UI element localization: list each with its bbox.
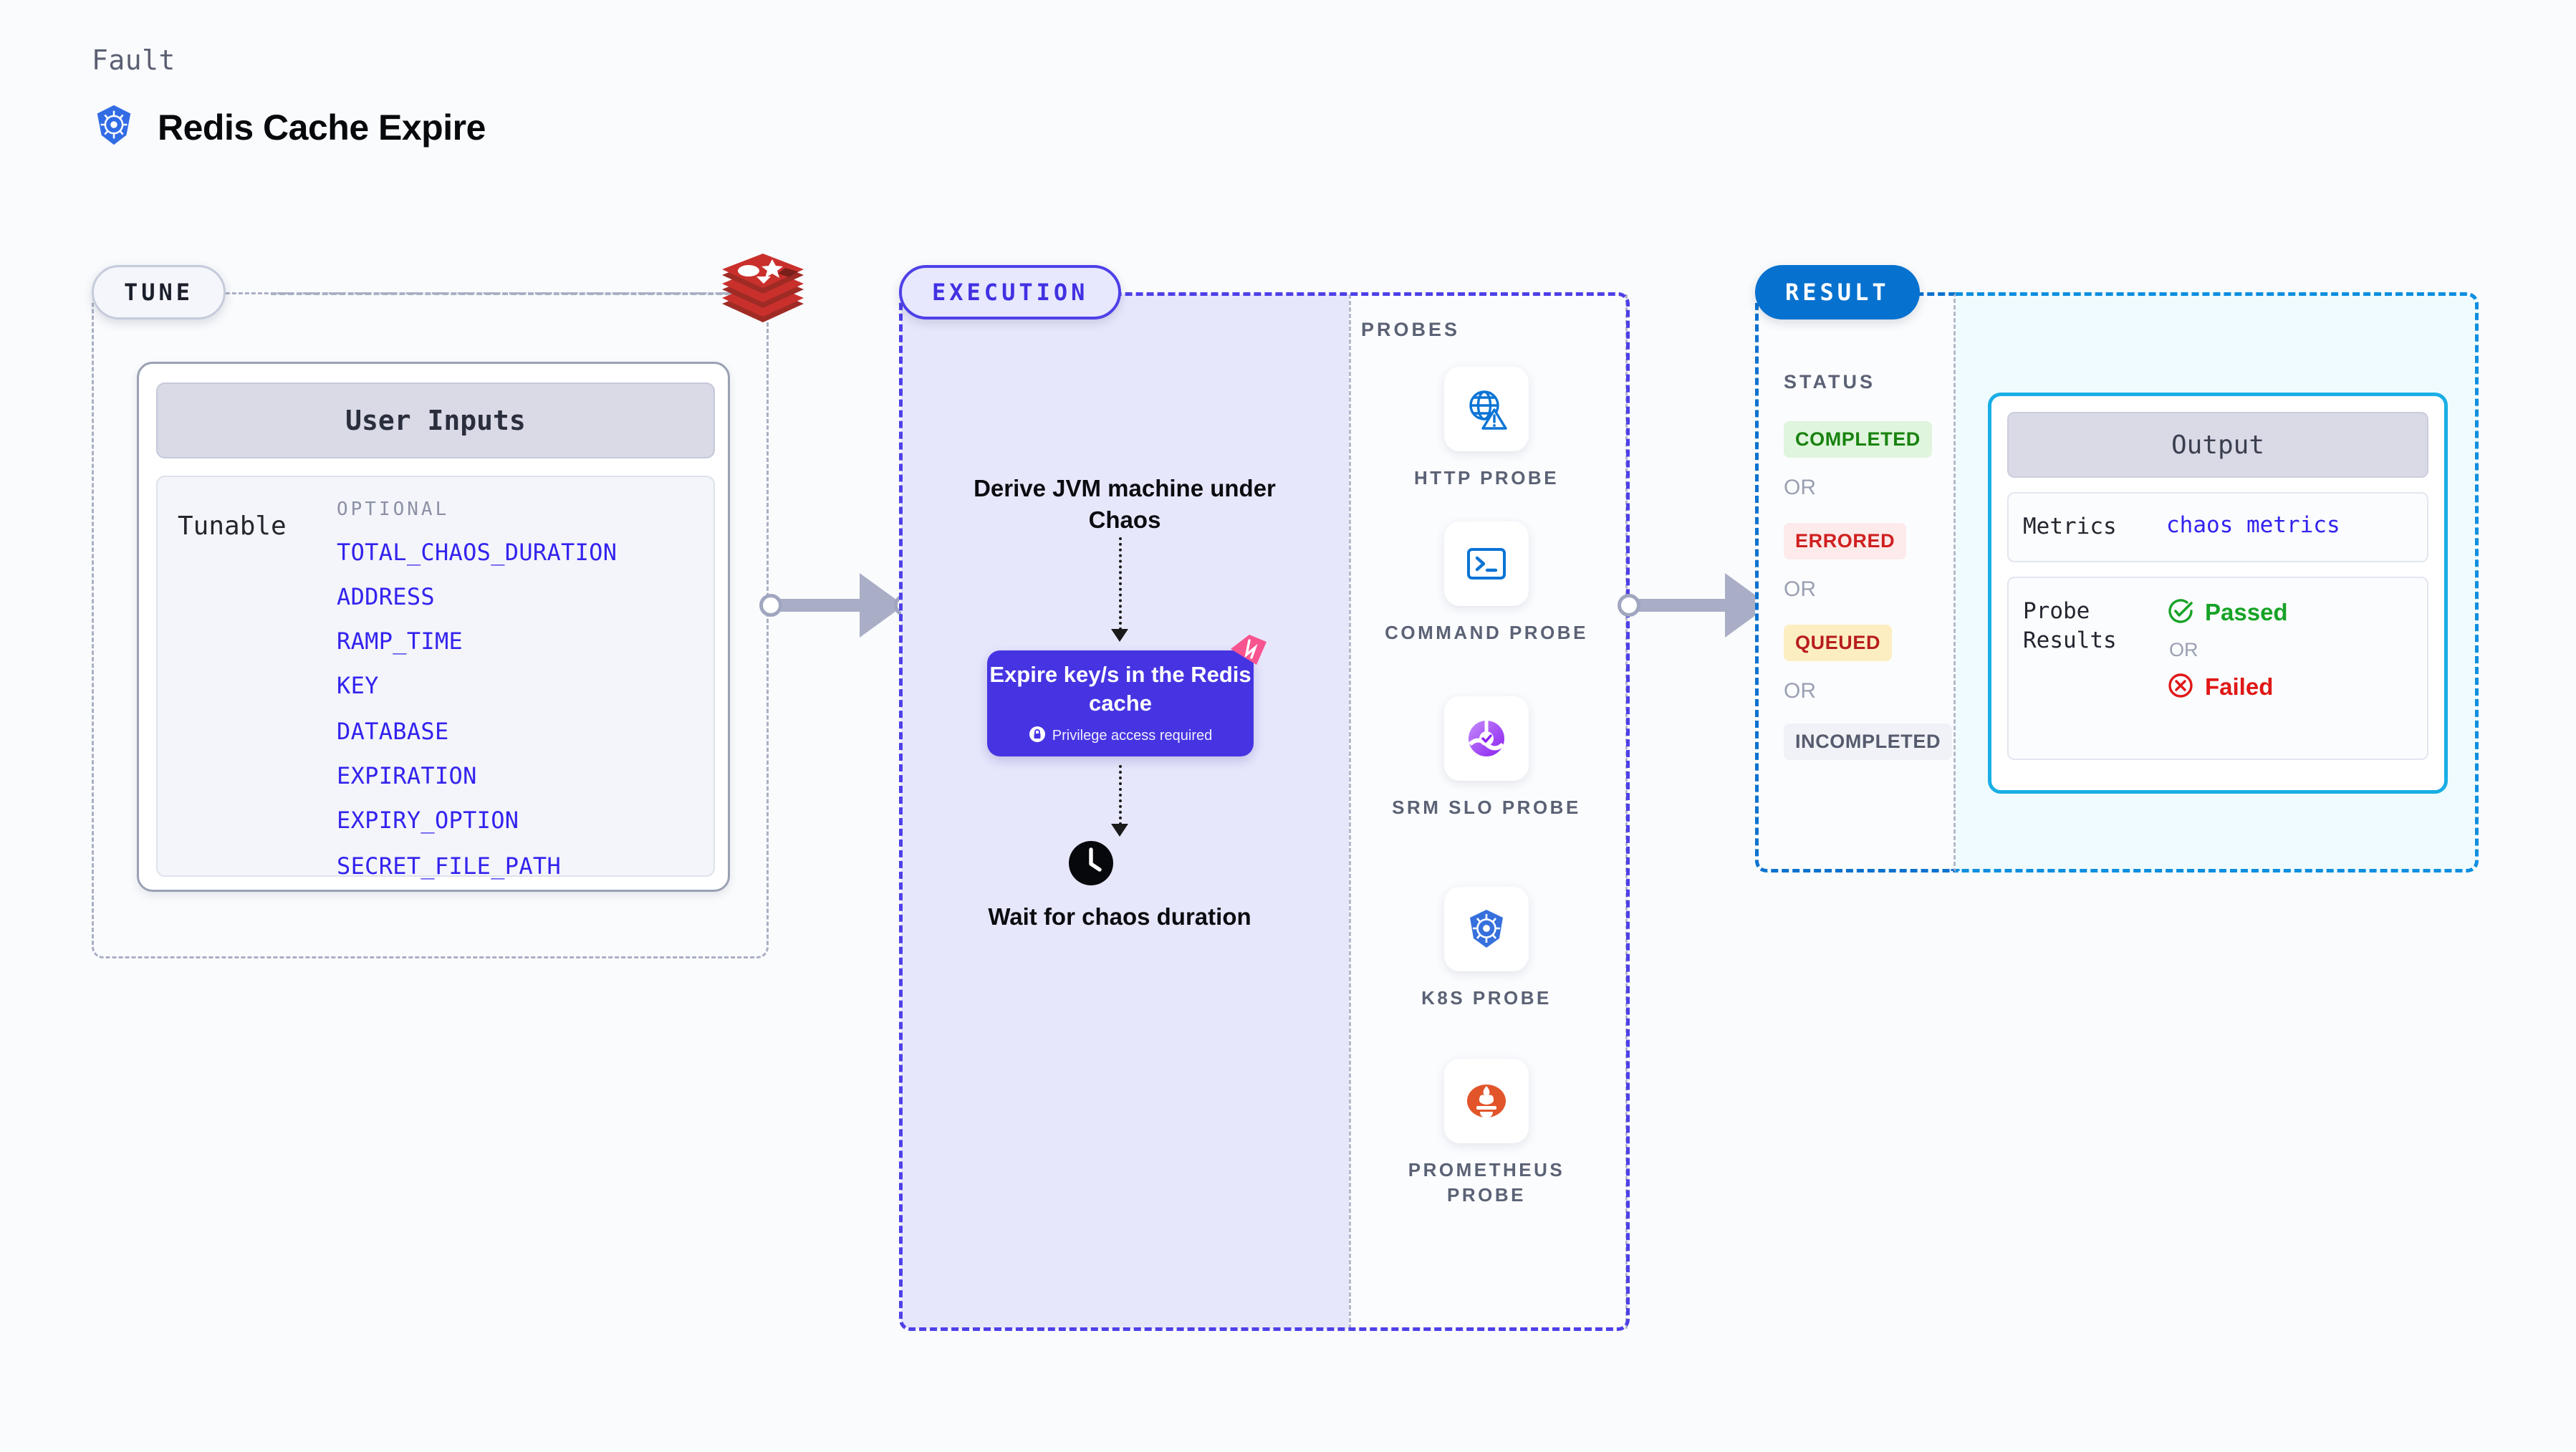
prometheus-icon bbox=[1444, 1059, 1529, 1143]
probes-caption: PROBES bbox=[1361, 319, 1461, 340]
probe-srm-slo[interactable]: SRM SLO PROBE bbox=[1383, 696, 1590, 820]
x-circle-icon bbox=[2166, 671, 2195, 703]
terminal-icon bbox=[1444, 521, 1529, 606]
optional-caption: OPTIONAL bbox=[337, 499, 450, 520]
or-label: OR bbox=[2169, 638, 2198, 660]
flow-arrow-down-2 bbox=[1111, 824, 1128, 837]
probe-command[interactable]: COMMAND PROBE bbox=[1383, 521, 1590, 645]
tunable-param[interactable]: TOTAL_CHAOS_DURATION bbox=[337, 539, 617, 566]
connector-tune-to-execution bbox=[759, 573, 917, 638]
probe-prometheus[interactable]: PROMETHEUS PROBE bbox=[1383, 1059, 1590, 1208]
stage-badge-execution[interactable]: EXECUTION bbox=[899, 265, 1122, 319]
output-probe-results-key: Probe Results bbox=[2023, 597, 2117, 654]
kubernetes-icon bbox=[92, 103, 136, 151]
tunable-param[interactable]: RAMP_TIME bbox=[337, 628, 463, 655]
execution-panel bbox=[899, 292, 1630, 1331]
tunable-list: OPTIONAL TOTAL_CHAOS_DURATION ADDRESS RA… bbox=[337, 499, 713, 880]
check-circle-icon bbox=[2166, 597, 2195, 629]
fault-flag-icon bbox=[1228, 633, 1269, 670]
status-badge-completed: COMPLETED bbox=[1784, 421, 1932, 458]
probe-label: PROMETHEUS PROBE bbox=[1408, 1159, 1565, 1206]
or-label: OR bbox=[1784, 679, 1816, 703]
page-title: Redis Cache Expire bbox=[158, 107, 486, 148]
or-label: OR bbox=[1784, 476, 1816, 499]
tunable-param[interactable]: ADDRESS bbox=[337, 583, 435, 610]
or-label: OR bbox=[1784, 577, 1816, 601]
status-badge-incompleted: INCOMPLETED bbox=[1784, 723, 1953, 760]
stage-badge-result[interactable]: RESULT bbox=[1755, 265, 1920, 319]
status-caption: STATUS bbox=[1784, 371, 1875, 393]
clock-icon bbox=[1067, 840, 1115, 887]
srm-slo-icon bbox=[1444, 696, 1529, 781]
output-row-probe-results: Probe Results Passed OR bbox=[2007, 576, 2428, 760]
step-derive-label: Derive JVM machine under Chaos bbox=[974, 475, 1276, 533]
result-status-panel bbox=[1755, 292, 1956, 872]
page-header: Fault Redis Cache Expire bbox=[92, 44, 486, 151]
user-inputs-card: User Inputs Tunable OPTIONAL TOTAL_CHAOS… bbox=[137, 362, 730, 892]
user-inputs-header: User Inputs bbox=[156, 383, 715, 458]
probe-http[interactable]: HTTP PROBE bbox=[1383, 367, 1590, 491]
tunable-param[interactable]: DATABASE bbox=[337, 718, 449, 745]
flow-arrow-down bbox=[1111, 629, 1128, 642]
lock-icon bbox=[1029, 726, 1046, 746]
action-card-title: Expire key/s in the Redis cache bbox=[989, 661, 1251, 716]
flow-line-derive-to-action bbox=[1119, 537, 1122, 630]
kubernetes-icon bbox=[1444, 887, 1529, 971]
output-card-header: Output bbox=[2007, 412, 2428, 478]
tunable-section: Tunable OPTIONAL TOTAL_CHAOS_DURATION AD… bbox=[156, 476, 715, 880]
privilege-note: Privilege access required bbox=[1029, 726, 1212, 746]
probe-result-passed: Passed bbox=[2166, 597, 2288, 629]
execution-fill bbox=[901, 294, 1349, 1329]
probe-result-failed: Failed bbox=[2166, 671, 2288, 703]
tunable-param[interactable]: EXPIRY_OPTION bbox=[337, 807, 519, 834]
action-card-expire-keys[interactable]: Expire key/s in the Redis cache Privileg… bbox=[987, 635, 1267, 756]
tune-panel: User Inputs Tunable OPTIONAL TOTAL_CHAOS… bbox=[92, 292, 769, 958]
output-card: Output Metrics chaos metrics Probe Resul… bbox=[1988, 393, 2448, 794]
probe-k8s[interactable]: K8S PROBE bbox=[1383, 887, 1590, 1011]
title-row: Redis Cache Expire bbox=[92, 103, 486, 151]
probes-fill bbox=[1349, 294, 1628, 1329]
step-wait-label: Wait for chaos duration bbox=[988, 903, 1251, 930]
flow-line-action-to-wait bbox=[1119, 765, 1122, 825]
probe-label: K8S PROBE bbox=[1421, 987, 1552, 1009]
failed-label: Failed bbox=[2205, 673, 2274, 701]
status-badge-errored: ERRORED bbox=[1784, 523, 1907, 559]
stage-badge-tune[interactable]: TUNE bbox=[92, 265, 226, 319]
output-probe-results-values: Passed OR Failed bbox=[2166, 597, 2288, 740]
privilege-note-label: Privilege access required bbox=[1052, 728, 1213, 744]
output-row-metrics: Metrics chaos metrics bbox=[2007, 492, 2428, 562]
tunable-param[interactable]: EXPIRATION bbox=[337, 762, 477, 789]
probe-label: COMMAND PROBE bbox=[1385, 622, 1588, 643]
passed-label: Passed bbox=[2205, 599, 2288, 626]
fault-kicker: Fault bbox=[92, 44, 176, 76]
tunable-row-label: Tunable bbox=[178, 511, 287, 541]
tunable-param[interactable]: KEY bbox=[337, 672, 379, 699]
output-metrics-value[interactable]: chaos metrics bbox=[2166, 512, 2340, 538]
output-metrics-key: Metrics bbox=[2023, 514, 2117, 539]
globe-warning-icon bbox=[1444, 367, 1529, 451]
status-badge-queued: QUEUED bbox=[1784, 625, 1893, 661]
tunable-param[interactable]: SECRET_FILE_PATH bbox=[337, 852, 562, 880]
redis-logo bbox=[716, 251, 809, 330]
probe-label: SRM SLO PROBE bbox=[1392, 797, 1581, 818]
probe-label: HTTP PROBE bbox=[1413, 467, 1559, 489]
